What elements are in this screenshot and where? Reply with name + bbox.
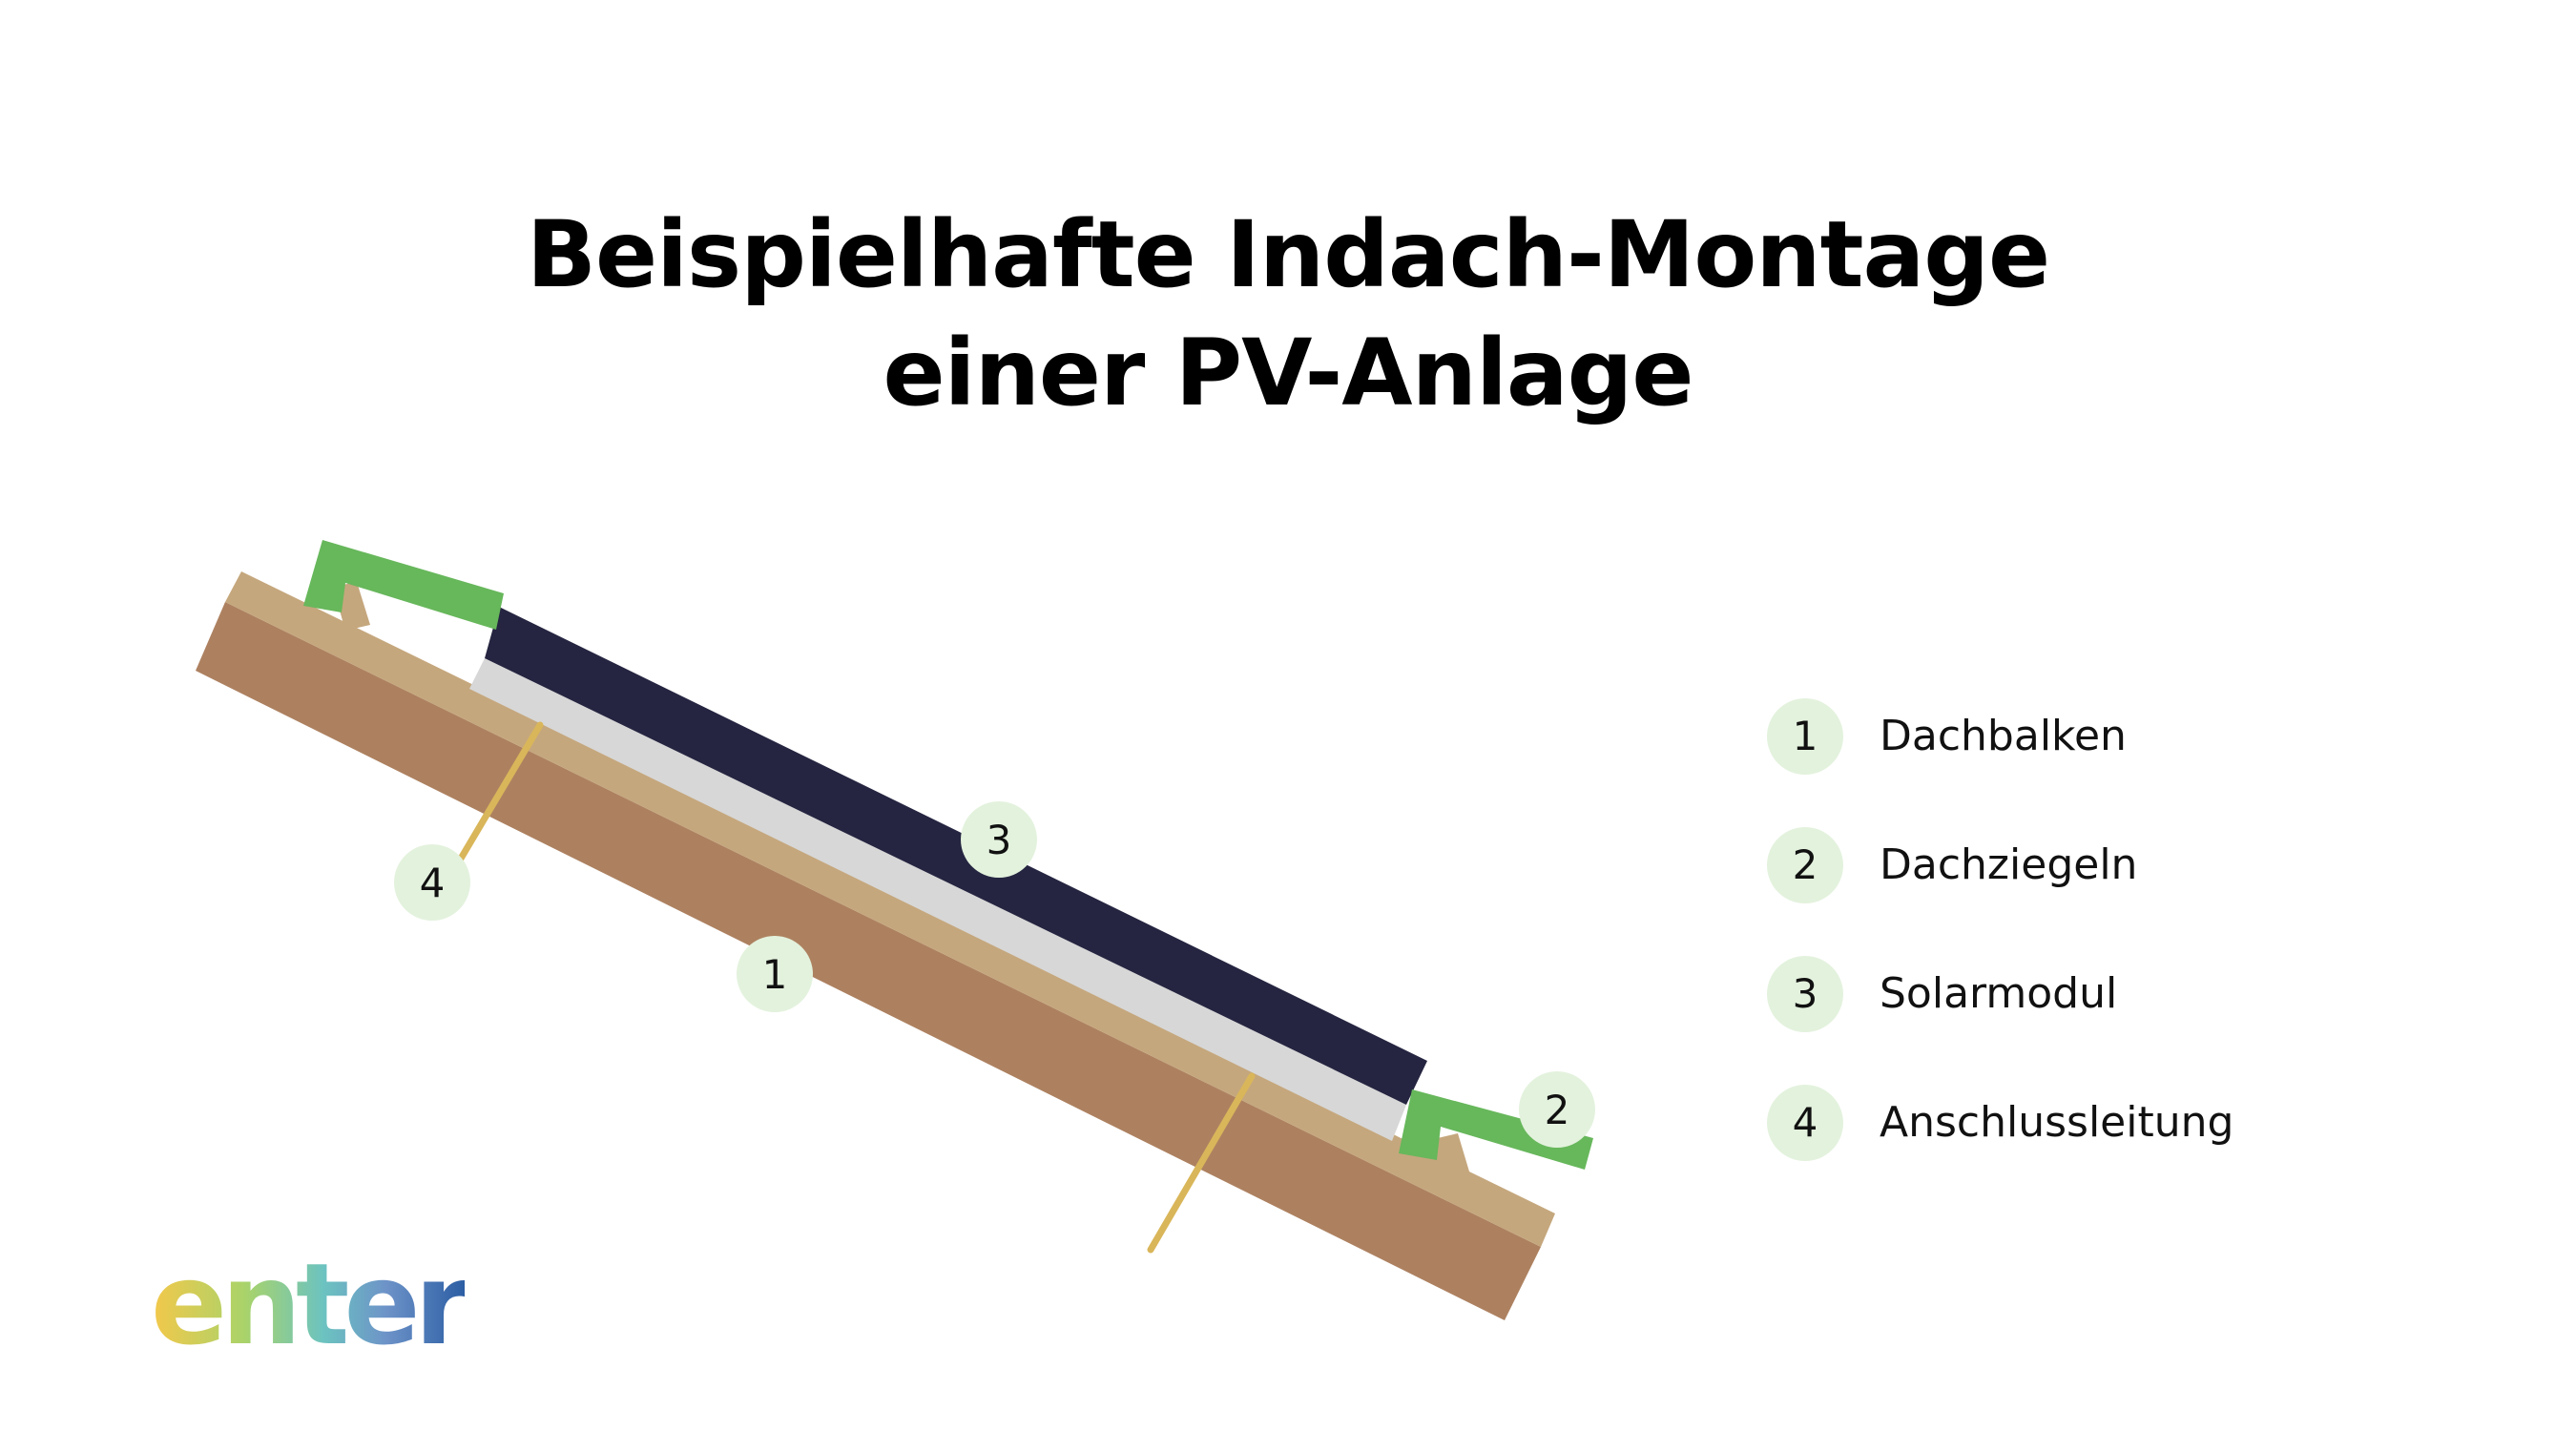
lower-tile-clip (1429, 1133, 1472, 1187)
legend-label: Dachziegeln (1880, 840, 2138, 889)
cable-upper (454, 721, 544, 867)
legend-number-badge: 3 (1767, 956, 1843, 1032)
page-title: Beispielhafte Indach-Montage einer PV-An… (0, 196, 2576, 432)
callout-number-3: 3 (987, 817, 1012, 863)
roof-beam (196, 602, 1541, 1320)
roof-batten-layer (225, 571, 1555, 1247)
legend-number-badge: 1 (1767, 698, 1843, 775)
title-line-2: einer PV-Anlage (883, 320, 1694, 426)
cable-lower (1147, 1072, 1256, 1254)
lower-flashing (1399, 1089, 1593, 1170)
enter-logo: enter (151, 1238, 470, 1370)
mounting-tray (469, 658, 1406, 1141)
solar-module (485, 607, 1427, 1105)
callout-number-1: 1 (762, 951, 788, 998)
callout-badge-2: 2 (1519, 1071, 1595, 1148)
title-line-1: Beispielhafte Indach-Montage (526, 201, 2050, 308)
callout-badge-1: 1 (737, 936, 813, 1012)
legend-label: Solarmodul (1880, 969, 2118, 1018)
legend-number-badge: 4 (1767, 1085, 1843, 1161)
callout-badge-4: 4 (394, 844, 470, 921)
callout-number-4: 4 (420, 860, 446, 906)
legend-label: Dachbalken (1880, 712, 2127, 760)
upper-flashing (303, 540, 504, 630)
callout-badge-3: 3 (961, 801, 1037, 878)
callout-number-2: 2 (1545, 1087, 1570, 1133)
legend-label: Anschlussleitung (1880, 1098, 2234, 1147)
legend-number-badge: 2 (1767, 827, 1843, 903)
